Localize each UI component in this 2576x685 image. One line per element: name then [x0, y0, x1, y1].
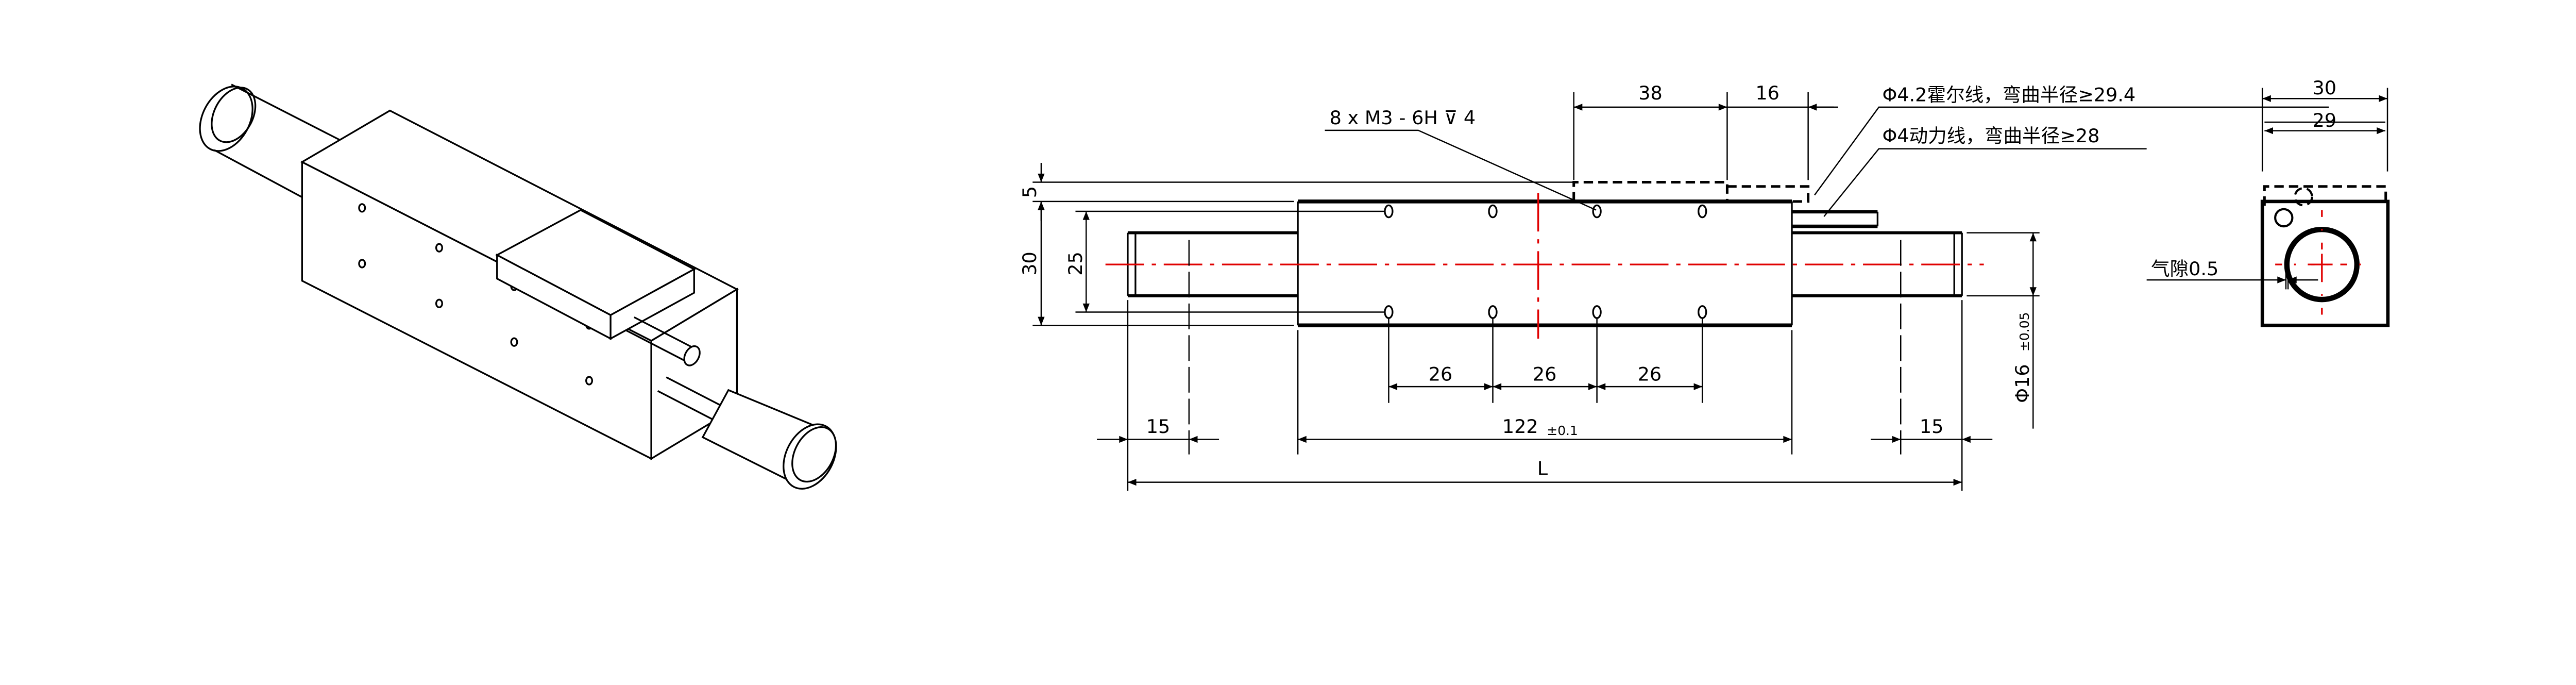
dim-26: 26 [1533, 363, 1557, 386]
power-cable-hole [2274, 208, 2294, 228]
shaft-section [2287, 230, 2357, 299]
centerlines [1105, 193, 1984, 339]
side-centerlines [2275, 210, 2370, 318]
side-view: 30 29 气隙0.5 [2146, 77, 2390, 327]
isometric-view [199, 83, 837, 490]
dim-15-right: 15 [1920, 415, 1944, 438]
shaft [1127, 231, 1963, 297]
hall-cable-note: Φ4.2霍尔线，弯曲半径≥29.4 [1882, 83, 2136, 106]
dim-15-left: 15 [1146, 415, 1171, 438]
dim-122: 122 [1502, 415, 1538, 438]
hall-cable-outlet [1572, 180, 1810, 203]
side-dimension-lines [2146, 88, 2388, 290]
dim-5: 5 [1019, 186, 1041, 198]
dim-shaft-tolerance: ±0.05 [2017, 312, 2032, 352]
left-rod [199, 83, 344, 198]
dim-shaft-diameter: Φ16 [2011, 364, 2033, 403]
stator-bore [2284, 226, 2360, 303]
dimension-lines [1032, 92, 2329, 491]
power-cable-note: Φ4动力线，弯曲半径≥28 [1882, 125, 2099, 147]
thread-holes [1384, 204, 1707, 319]
dim-L: L [1537, 457, 1548, 479]
thread-note: 8 x M3 - 6H ⊽ 4 [1330, 107, 1476, 129]
dim-26: 26 [1638, 363, 1662, 386]
front-view: 38 16 8 x M3 - 6H ⊽ 4 Φ4.2霍尔线，弯曲半径≥29.4 … [1019, 82, 2329, 491]
dim-25: 25 [1064, 252, 1087, 276]
side-dim-29: 29 [2313, 109, 2337, 131]
air-gap-note: 气隙0.5 [2151, 258, 2218, 280]
side-hall-outlet [2263, 185, 2387, 206]
dim-122-tolerance: ±0.1 [1547, 423, 1578, 438]
dim-26: 26 [1429, 363, 1453, 386]
hall-cable-hidden [2294, 187, 2313, 207]
cable-housing [495, 209, 696, 340]
motor-body [1297, 199, 1793, 327]
dim-38: 38 [1638, 82, 1663, 104]
technical-drawing: 38 16 8 x M3 - 6H ⊽ 4 Φ4.2霍尔线，弯曲半径≥29.4 … [199, 77, 2390, 491]
power-cable-outlet [1792, 210, 1879, 228]
dim-30: 30 [1019, 252, 1041, 276]
right-rod [701, 389, 837, 490]
side-dim-30: 30 [2313, 77, 2337, 99]
dim-16: 16 [1755, 82, 1780, 104]
side-body [2260, 199, 2390, 327]
